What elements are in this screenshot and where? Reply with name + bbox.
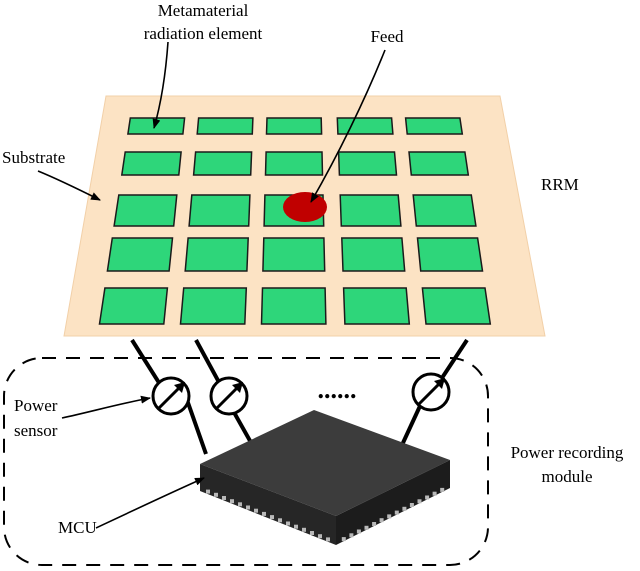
chip-pin	[440, 487, 445, 492]
power-sensor-1	[151, 376, 191, 416]
power-sensor-2	[209, 376, 249, 416]
chip-pin	[364, 525, 369, 530]
chip-pin	[310, 531, 314, 535]
chip-pin	[326, 537, 330, 542]
mcu-chip	[200, 410, 450, 545]
power-recording-module-frame	[3, 357, 489, 566]
label-power-line1: Power	[14, 396, 58, 415]
arrow-mcu	[95, 477, 205, 529]
chip-pin	[214, 492, 218, 497]
radiation-element-r3-c5	[412, 194, 477, 227]
chip-pin	[286, 521, 290, 526]
chip-pin	[246, 505, 250, 510]
label-mcu: MCU	[58, 518, 97, 537]
label-element-line1: Metamaterial	[158, 1, 249, 20]
radiation-element-r5-c4	[342, 287, 411, 325]
label-module-line1: Power recording	[511, 443, 624, 462]
chip-pin	[270, 515, 274, 520]
radiation-element-r1-c3	[265, 117, 323, 135]
radiation-element-r2-c3	[264, 151, 324, 176]
radiation-element-r4-c1	[106, 237, 174, 272]
arrow-feed	[310, 49, 386, 203]
radiation-element-r5-c1	[98, 287, 169, 325]
chip-pin	[230, 499, 234, 504]
arrow-element	[152, 41, 169, 129]
radiation-element-r4-c3	[262, 237, 326, 272]
chip-pin	[349, 533, 354, 538]
label-substrate: Substrate	[2, 148, 65, 167]
radiation-element-r5-c2	[179, 287, 248, 325]
radiation-element-r3-c1	[113, 194, 178, 227]
radiation-element-r2-c1	[120, 151, 182, 176]
chip-pin	[379, 518, 384, 523]
radiation-element-r3-c2	[188, 194, 251, 227]
chip-pin	[341, 537, 346, 542]
chip-pin	[387, 514, 392, 519]
radiation-element-r4-c5	[416, 237, 484, 272]
pointer-arrows	[37, 41, 386, 529]
chip-pin	[318, 534, 322, 539]
radiation-element-r4-c2	[184, 237, 249, 272]
chip-pin	[432, 491, 437, 496]
radiation-element-r2-c5	[408, 151, 470, 176]
chip-pin	[372, 522, 377, 526]
chip-pin	[356, 529, 361, 534]
chip-pin	[278, 518, 282, 523]
radiation-element-r5-c5	[421, 287, 492, 325]
radiation-element-r1-c2	[196, 117, 254, 135]
radiation-element-r4-c4	[341, 237, 406, 272]
radiation-element-r2-c2	[192, 151, 253, 176]
radiation-element-r2-c4	[337, 151, 398, 176]
chip-pin	[409, 503, 414, 507]
arrow-power-sensor	[61, 395, 151, 419]
label-dots: ......	[318, 375, 357, 404]
radiation-element-r1-c5	[404, 117, 464, 135]
chip-pin	[206, 489, 210, 494]
chip-pin	[302, 527, 306, 532]
chip-pin	[417, 499, 422, 504]
chip-pin	[394, 510, 399, 515]
chip-pin	[238, 502, 242, 507]
feed-point	[283, 192, 327, 222]
label-feed: Feed	[370, 27, 404, 46]
radiation-element-r5-c3	[260, 287, 327, 325]
element-grid	[98, 117, 492, 325]
chip-pins	[206, 487, 445, 542]
label-element-line2: radiation element	[144, 24, 263, 43]
power-sensor-3	[411, 372, 451, 412]
radiation-element-r1-c4	[336, 117, 394, 135]
label-power-line2: sensor	[14, 421, 58, 440]
chip-pin	[222, 496, 226, 500]
label-module-line2: module	[542, 467, 593, 486]
chip-pin	[262, 511, 266, 516]
chip-pin	[294, 524, 298, 529]
chip-pin	[402, 506, 407, 511]
arrow-substrate	[37, 170, 101, 201]
chip-pin	[254, 508, 258, 513]
chip-pin	[425, 495, 430, 500]
label-rrm: RRM	[541, 175, 579, 194]
radiation-element-r3-c4	[339, 194, 402, 227]
